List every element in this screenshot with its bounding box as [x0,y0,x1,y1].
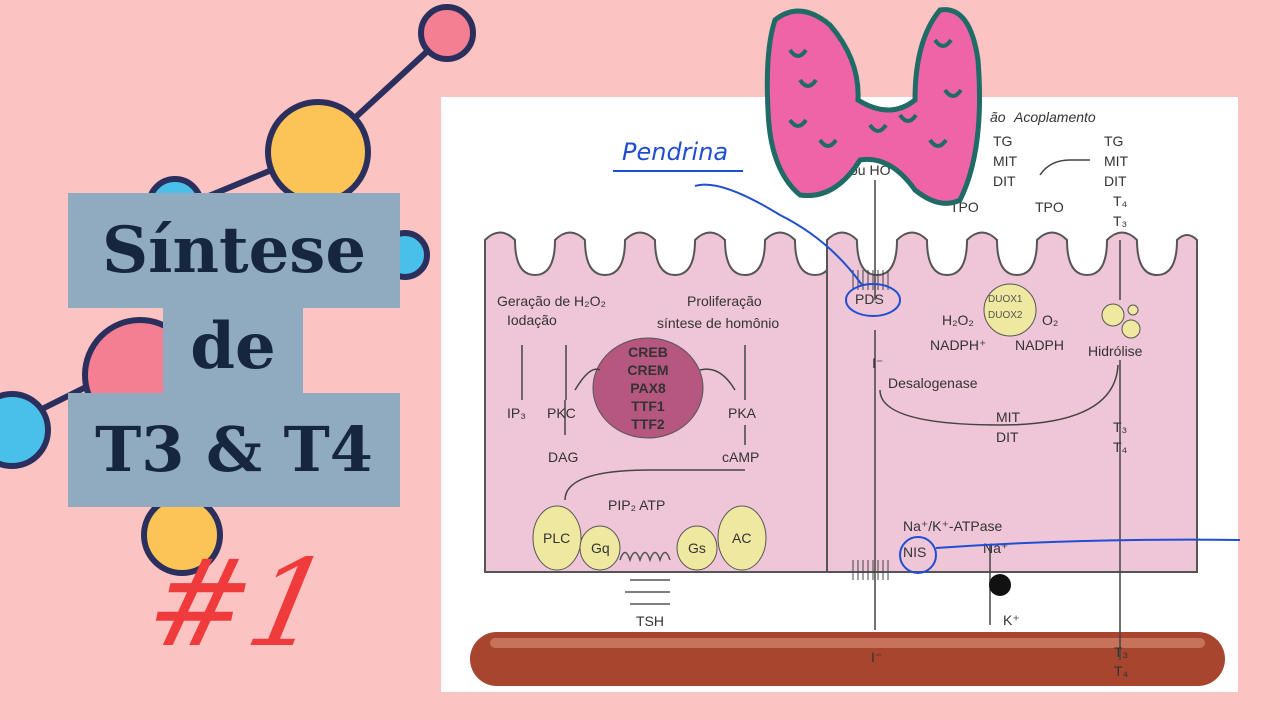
label-gs: Gs [688,540,706,556]
label-duox1: DUOX1 [988,294,1023,305]
label-t3: T₃ [1113,419,1127,435]
annotation-strokes [694,183,1241,574]
label-deiodinase: Desalogenase [888,375,978,391]
atpase-pump [989,574,1011,596]
label-o2: O₂ [1042,312,1058,328]
label-dit-recycled: DIT [996,429,1019,445]
label-t4-coupled: T₄ [1113,193,1128,209]
label-camp: cAMP [722,449,759,465]
label-t4: T₄ [1113,439,1128,455]
label-dit-coupled: DIT [1104,173,1127,189]
label-t3-coupled: T₃ [1113,213,1127,229]
gq-protein [579,525,621,571]
label-nadph: NADPH [1015,337,1064,353]
label-blood-iodide: I⁻ [871,649,882,665]
label-hormone-synthesis: síntese de homônio [657,315,779,331]
title-line-1: Síntese [68,193,400,308]
title-line-2: de [163,300,303,394]
duox-enzyme [983,283,1037,337]
factor-pax8: PAX8 [630,380,666,396]
label-iodination: Iodação [507,312,557,328]
label-duox2: DUOX2 [988,310,1023,321]
label-pds: PDS [855,291,884,307]
label-h2o2-generation: Geração de H₂O₂ [497,293,606,309]
title-line-3: T3 & T4 [68,393,400,507]
nis-channel [852,560,889,580]
factor-crem: CREM [627,362,668,378]
molecule-node-blue [0,391,51,469]
label-dit: DIT [993,173,1016,189]
factor-ttf2: TTF2 [631,416,665,432]
label-iodination-header: ão [990,109,1006,125]
label-gq: Gq [591,540,610,556]
label-h2o2: H₂O₂ [942,312,974,328]
plc-protein [532,505,582,571]
thyroid-gland-icon [764,7,983,206]
label-na: Na⁺ [983,540,1008,556]
label-blood-t4: T₄ [1114,663,1129,679]
label-iodide: I⁻ [872,355,883,371]
label-proliferation: Proliferação [687,293,762,309]
gs-protein [676,525,718,571]
label-nis: NIS [903,544,926,560]
factor-ttf1: TTF1 [631,398,665,414]
tsh-receptor [619,551,671,605]
label-pkc: PKC [547,405,576,421]
label-atpase: Na⁺/K⁺-ATPase [903,518,1003,534]
molecule-node-pink [418,4,476,62]
label-pip2-atp: PIP₂ ATP [608,497,665,513]
nucleus [592,337,704,439]
label-blood-t3: T₃ [1114,644,1128,660]
label-nadph-plus: NADPH⁺ [930,337,986,353]
label-mit-coupled: MIT [1104,153,1129,169]
hydrolysis-vesicle [1101,303,1125,327]
label-tpo-2: TPO [1035,199,1064,215]
label-tg-coupled: TG [1104,133,1123,149]
label-tsh: TSH [636,613,664,629]
thyroid-texture [788,38,963,148]
label-pka: PKA [728,405,757,421]
label-ac: AC [732,530,751,546]
label-tg: TG [993,133,1012,149]
ac-protein [717,505,767,571]
label-mit: MIT [993,153,1018,169]
label-k: K⁺ [1003,612,1020,628]
label-dag: DAG [548,449,578,465]
label-plc: PLC [543,530,570,546]
nucleus-factors: CREB CREM PAX8 TTF1 TTF2 [627,344,668,432]
factor-creb: CREB [628,344,668,360]
label-ip3: IP₃ [507,405,526,421]
label-coupling-header: Acoplamento [1013,109,1096,125]
label-hydrolysis: Hidrólise [1088,343,1143,359]
label-mit-recycled: MIT [996,409,1021,425]
annotation-pendrina: Pendrina [622,138,728,166]
label-hormone: ou HO [850,162,891,178]
